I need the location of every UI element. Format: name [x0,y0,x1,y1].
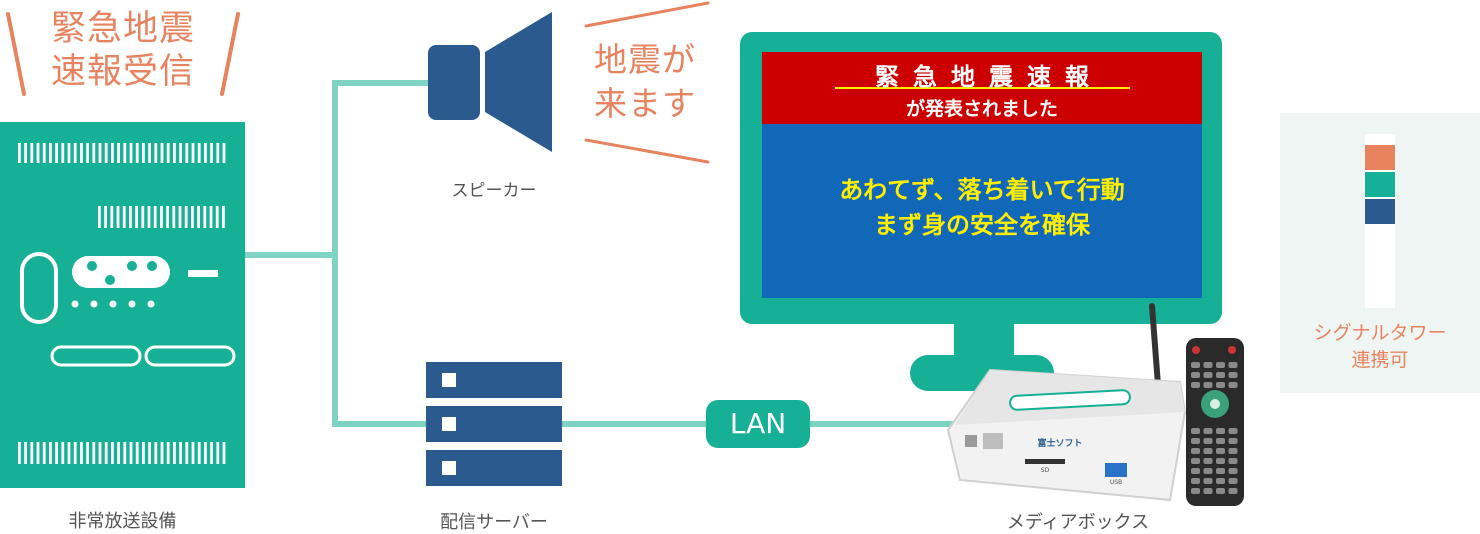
speaker-message: 地震が 来ます [578,38,712,126]
screen-header-sub: が発表されました [905,98,1058,120]
lan-label: LAN [729,407,787,440]
indicator-dots [71,300,155,308]
alert-received-line1: 緊急地震 [50,9,195,49]
signal-tower-line2: 連携可 [1351,349,1409,371]
monitor [740,32,1222,391]
antenna [1149,303,1161,388]
equipment-label: 非常放送設備 [68,511,177,532]
server-label: 配信サーバー [440,512,548,533]
alert-received-badge: 緊急地震 速報受信 [30,8,216,94]
lan-badge [706,400,810,448]
signal-tower [1280,113,1480,393]
mediabox-label: メディアボックス [1006,512,1150,533]
speaker-label: スピーカー [451,181,537,201]
oval-slot [20,252,58,324]
screen-message-line2: まず身の安全を確保 [874,211,1090,239]
speaker-message-line1: 地震が [594,40,696,79]
signal-tower-caption: シグナルタワー 連携可 [1280,320,1480,374]
device-port-usb: USB [1109,479,1123,486]
screen-message-line1: あわてず、落ち着いて行動 [839,176,1125,204]
alert-bracket-left [6,12,240,96]
emergency-broadcast-equipment [0,122,245,488]
signal-tower-line1: シグナルタワー [1313,322,1447,344]
server-icon [426,362,562,486]
speaker-icon [428,12,552,152]
sound-wave-lines [584,1,710,164]
speaker-message-line2: 来ます [594,84,696,123]
alert-received-line2: 速報受信 [50,52,195,92]
media-box [946,303,1187,502]
control-panel [72,256,170,288]
remote-control [1186,338,1244,506]
vent-mid [98,206,225,228]
vent-top [18,143,226,163]
screen-header-title: 緊急地震速報 [875,63,1103,91]
device-brand: 富士ソフト [1037,439,1083,449]
device-port-sd: SD [1040,467,1050,474]
vent-bot [18,442,226,464]
